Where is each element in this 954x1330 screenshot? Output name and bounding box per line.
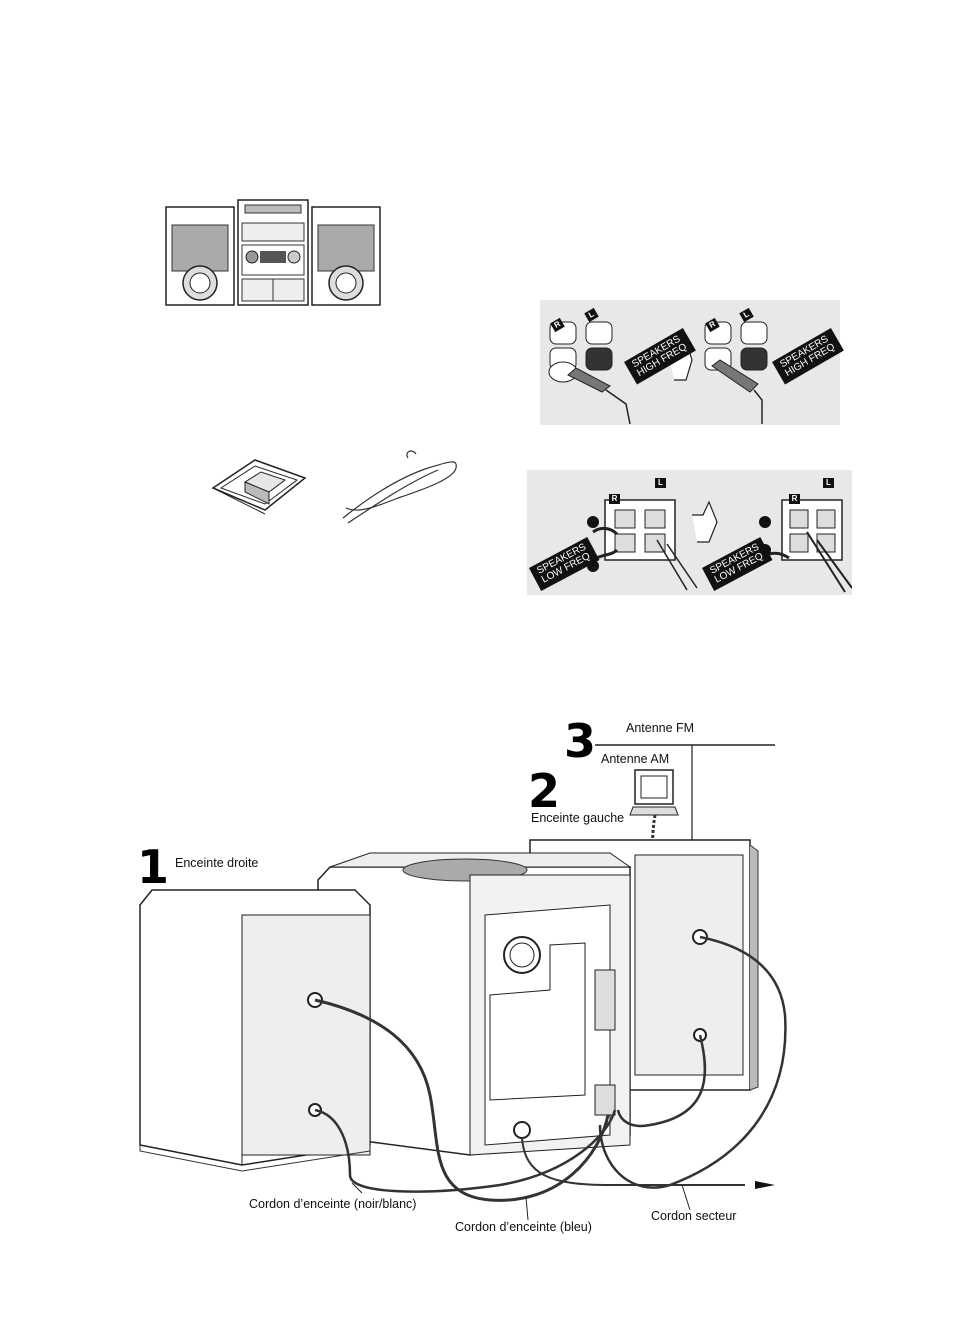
left-speaker-label: Enceinte gauche <box>531 811 624 825</box>
step-number-1: 1 <box>137 844 169 890</box>
fm-antenna-label: Antenne FM <box>626 721 694 735</box>
fm-wire-antenna-illustration <box>338 448 463 528</box>
low-terminal-label-l-2: L <box>823 478 834 488</box>
low-terminal-label-r-2: R <box>789 494 800 504</box>
high-freq-terminal-diagram: R L SPEAKERS HIGH FREQ R L SPEAKERS HIGH… <box>540 300 840 425</box>
right-speaker-label: Enceinte droite <box>175 856 258 870</box>
low-terminal-label-l: L <box>655 478 666 488</box>
speaker-cord-blue-label: Cordon d’enceinte (bleu) <box>455 1220 592 1234</box>
connection-diagram <box>130 715 790 1235</box>
low-freq-terminal-diagram: R L SPEAKERS LOW FREQ R L SPEAKERS LOW F… <box>527 470 852 595</box>
mini-system-illustration <box>160 195 385 310</box>
step-number-3: 3 <box>564 718 596 764</box>
low-terminal-label-r: R <box>609 494 620 504</box>
step-number-2: 2 <box>528 768 560 814</box>
mains-cord-label: Cordon secteur <box>651 1209 736 1223</box>
am-loop-antenna-illustration <box>205 448 320 520</box>
am-antenna-label: Antenne AM <box>601 752 669 766</box>
speaker-cord-black-white-label: Cordon d’enceinte (noir/blanc) <box>249 1197 416 1211</box>
